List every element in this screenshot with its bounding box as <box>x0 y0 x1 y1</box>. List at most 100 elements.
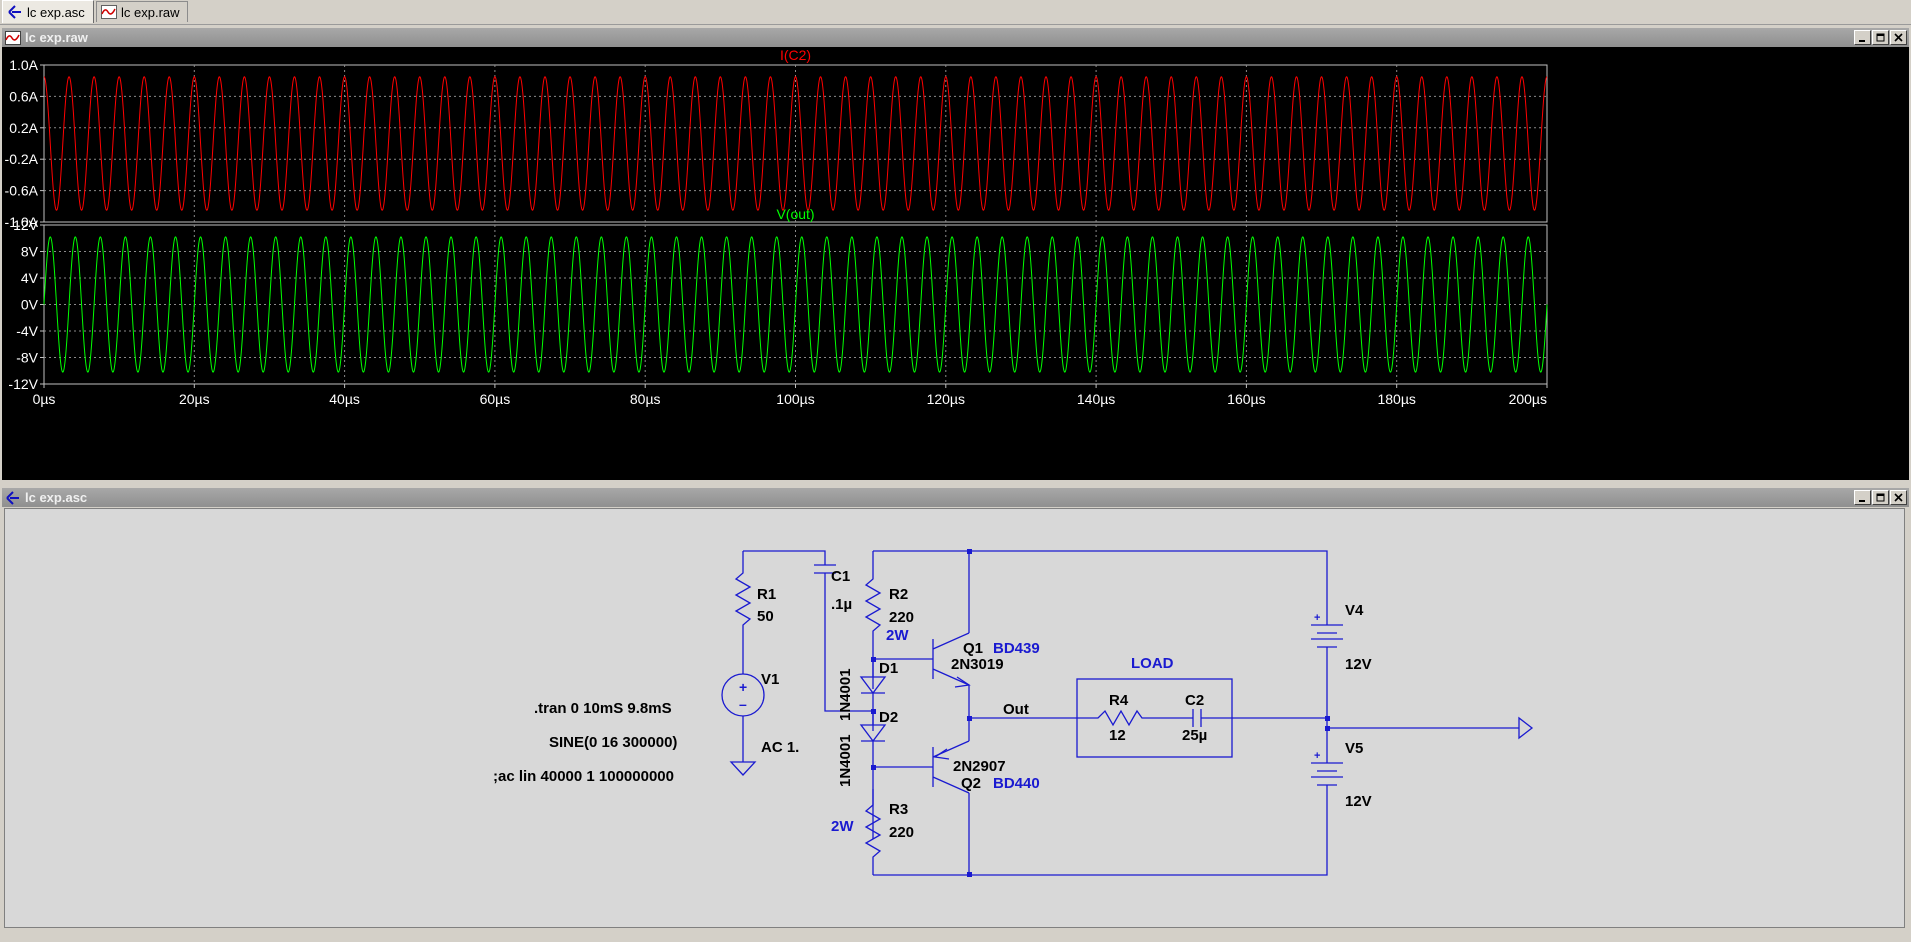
minimize-button[interactable] <box>1854 490 1871 505</box>
tab-waveform-label: lc exp.raw <box>121 4 180 20</box>
wire <box>824 573 873 712</box>
y-tick-label: 0.2A <box>9 120 38 136</box>
tab-schematic-label: lc exp.asc <box>27 4 85 20</box>
restore-button[interactable] <box>1872 490 1889 505</box>
r1-resistor <box>734 551 752 674</box>
x-tick-label: 160µs <box>1227 391 1265 407</box>
r1-name: R1 <box>757 586 776 603</box>
c1-value: .1µ <box>831 596 852 613</box>
r2-value: 220 <box>889 609 914 626</box>
x-tick-label: 80µs <box>630 391 661 407</box>
sine-directive: SINE(0 16 300000) <box>549 734 677 751</box>
schematic-canvas[interactable]: + – + + R1 50 C1 .1µ R2 220 Q1 2N3019 D1… <box>4 508 1905 928</box>
q2-arrow <box>933 748 950 760</box>
r3-value: 220 <box>889 824 914 841</box>
v5-value: 12V <box>1345 793 1372 810</box>
waveform-icon <box>5 30 21 45</box>
output-flag <box>1327 716 1534 740</box>
q1-transistor <box>873 632 970 718</box>
q1-arrow <box>954 676 971 688</box>
d1-name: D1 <box>879 660 898 677</box>
d1-model: 1N4001 <box>837 668 854 721</box>
y-tick-label: -1.0A <box>5 214 39 230</box>
d2-diode <box>859 711 887 839</box>
minimize-button[interactable] <box>1854 30 1871 45</box>
v4-battery <box>1311 621 1343 749</box>
close-button[interactable] <box>1890 30 1907 45</box>
v5-name: V5 <box>1345 740 1363 757</box>
out-net-label: Out <box>1003 701 1029 718</box>
x-tick-label: 100µs <box>776 391 814 407</box>
c2-value: 25µ <box>1182 727 1207 744</box>
v4-plus-sign: + <box>1314 612 1320 624</box>
waveform-window-title: lc exp.raw <box>25 30 88 45</box>
waveform-plot: 1.0A0.6A0.2A-0.2A-0.6A-1.0AI(C2)12V8V4V0… <box>5 47 1548 407</box>
q1-model: 2N3019 <box>951 656 1004 673</box>
v1-name: V1 <box>761 671 779 688</box>
v1-plus-sign: + <box>739 679 747 695</box>
q1-alt-model: BD439 <box>993 640 1040 657</box>
tab-schematic[interactable]: lc exp.asc <box>2 0 94 23</box>
y-tick-label: 12V <box>13 217 39 233</box>
x-tick-label: 60µs <box>480 391 511 407</box>
wire <box>743 550 826 565</box>
y-tick-label: 0.6A <box>9 88 38 104</box>
wire <box>873 550 1328 621</box>
q2-transistor <box>873 718 970 875</box>
schematic-icon <box>6 490 19 505</box>
r2-resistor <box>864 551 882 689</box>
q2-model: 2N2907 <box>953 758 1006 775</box>
x-tick-label: 0µs <box>33 391 56 407</box>
c2-name: C2 <box>1185 692 1204 709</box>
d2-name: D2 <box>879 709 898 726</box>
x-tick-label: 120µs <box>927 391 965 407</box>
load-box <box>1076 678 1233 758</box>
y-tick-label: -0.2A <box>5 151 39 167</box>
r3-resistor <box>864 789 882 875</box>
ground-symbol <box>729 716 757 776</box>
q2-alt-model: BD440 <box>993 775 1040 792</box>
v1-minus-sign: – <box>739 696 747 712</box>
y-tick-label: 4V <box>21 270 39 286</box>
trace-title: V(out) <box>776 206 814 222</box>
waveform-window-titlebar[interactable]: lc exp.raw <box>2 28 1909 47</box>
schematic-window-title: lc exp.asc <box>25 490 88 505</box>
r2-name: R2 <box>889 586 908 603</box>
c2-capacitor <box>1192 709 1327 727</box>
v5-battery <box>1311 749 1343 787</box>
v5-plus-sign: + <box>1314 750 1320 762</box>
r4-name: R4 <box>1109 692 1129 709</box>
r1-value: 50 <box>757 608 774 625</box>
wire <box>873 787 1328 876</box>
r4-resistor <box>969 709 1193 727</box>
tab-waveform[interactable]: lc exp.raw <box>96 1 188 22</box>
y-tick-label: -4V <box>16 323 38 339</box>
schematic-window-titlebar[interactable]: lc exp.asc <box>2 488 1909 507</box>
y-tick-label: -0.6A <box>5 183 39 199</box>
junction-dots <box>871 549 1330 877</box>
waveform-trace-I(C2) <box>43 76 1548 211</box>
x-tick-label: 40µs <box>329 391 360 407</box>
document-tab-bar: lc exp.asc lc exp.raw <box>0 0 1911 25</box>
schematic-icon <box>8 5 21 19</box>
schematic-drawing: + – + + R1 50 C1 .1µ R2 220 Q1 2N3019 D1… <box>493 549 1534 877</box>
y-tick-label: -8V <box>16 350 38 366</box>
r4-value: 12 <box>1109 727 1126 744</box>
v1-ac: AC 1. <box>761 739 799 756</box>
tran-directive: .tran 0 10mS 9.8mS <box>534 700 672 717</box>
c1-name: C1 <box>831 568 850 585</box>
y-tick-label: 1.0A <box>9 57 38 73</box>
x-tick-label: 200µs <box>1509 391 1547 407</box>
x-tick-label: 20µs <box>179 391 210 407</box>
plot-pane-frame <box>43 64 1548 223</box>
load-label: LOAD <box>1131 655 1174 672</box>
q1-name: Q1 <box>963 640 983 657</box>
waveform-icon <box>101 5 117 19</box>
close-button[interactable] <box>1890 490 1907 505</box>
x-tick-label: 180µs <box>1377 391 1415 407</box>
d1-diode <box>859 659 887 731</box>
y-tick-label: 8V <box>21 244 39 260</box>
restore-button[interactable] <box>1872 30 1889 45</box>
